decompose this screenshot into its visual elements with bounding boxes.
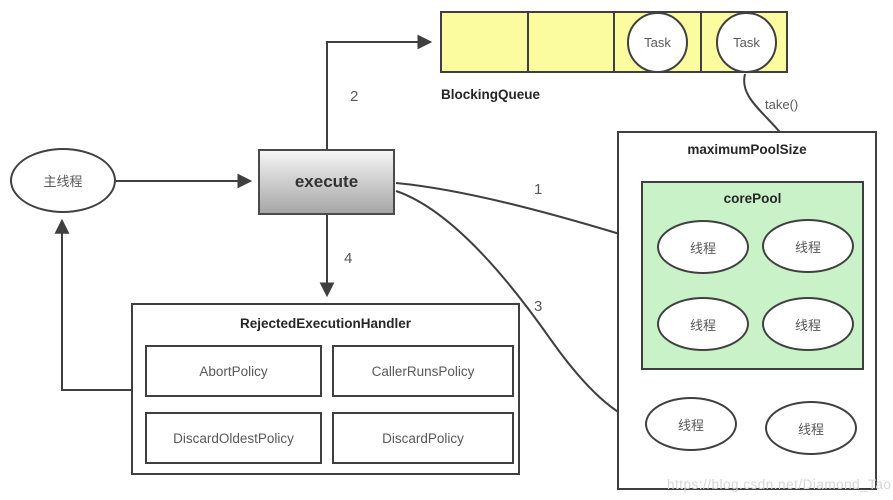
maximum-pool-size-title: maximumPoolSize bbox=[687, 142, 807, 157]
thread-ellipse: 线程 bbox=[657, 220, 749, 274]
abort-policy-box: AbortPolicy bbox=[145, 345, 322, 397]
queue-cell bbox=[442, 13, 529, 71]
thread-ellipse: 线程 bbox=[645, 397, 737, 451]
thread-ellipse: 线程 bbox=[762, 219, 854, 273]
core-pool-box: corePool 线程 线程 线程 线程 bbox=[641, 181, 864, 370]
arrow-handler-to-main bbox=[54, 218, 131, 391]
discard-oldest-policy-box: DiscardOldestPolicy bbox=[145, 412, 322, 464]
rejected-execution-handler-box: RejectedExecutionHandler AbortPolicy Cal… bbox=[131, 303, 520, 475]
rejected-execution-handler-title: RejectedExecutionHandler bbox=[239, 316, 412, 331]
watermark: https://blog.csdn.net/Diamond_Tao bbox=[667, 477, 892, 492]
thread-ellipse: 线程 bbox=[657, 297, 749, 351]
queue-cell bbox=[615, 13, 702, 71]
thread-ellipse: 线程 bbox=[762, 297, 854, 351]
discard-policy-box: DiscardPolicy bbox=[332, 412, 514, 464]
step-label-4: 4 bbox=[344, 250, 353, 267]
caller-runs-policy-box: CallerRunsPolicy bbox=[332, 345, 514, 397]
take-label: take() bbox=[765, 97, 799, 112]
blocking-queue-title: BlockingQueue bbox=[441, 87, 541, 102]
task-circle: Task bbox=[627, 12, 688, 73]
task-circle: Task bbox=[716, 12, 777, 73]
main-thread-ellipse: 主线程 bbox=[10, 148, 116, 213]
execute-box: execute bbox=[258, 149, 395, 215]
arrow-execute-to-queue bbox=[326, 34, 433, 149]
step-label-1: 1 bbox=[534, 181, 543, 198]
queue-cell bbox=[529, 13, 615, 71]
maximum-pool-size-box: maximumPoolSize corePool 线程 线程 线程 线程 线程 … bbox=[617, 131, 877, 490]
core-pool-title: corePool bbox=[723, 191, 782, 206]
thread-ellipse: 线程 bbox=[765, 401, 857, 455]
step-label-2: 2 bbox=[350, 88, 359, 105]
arrow-execute-to-corepool bbox=[395, 182, 649, 246]
step-label-3: 3 bbox=[534, 298, 543, 315]
